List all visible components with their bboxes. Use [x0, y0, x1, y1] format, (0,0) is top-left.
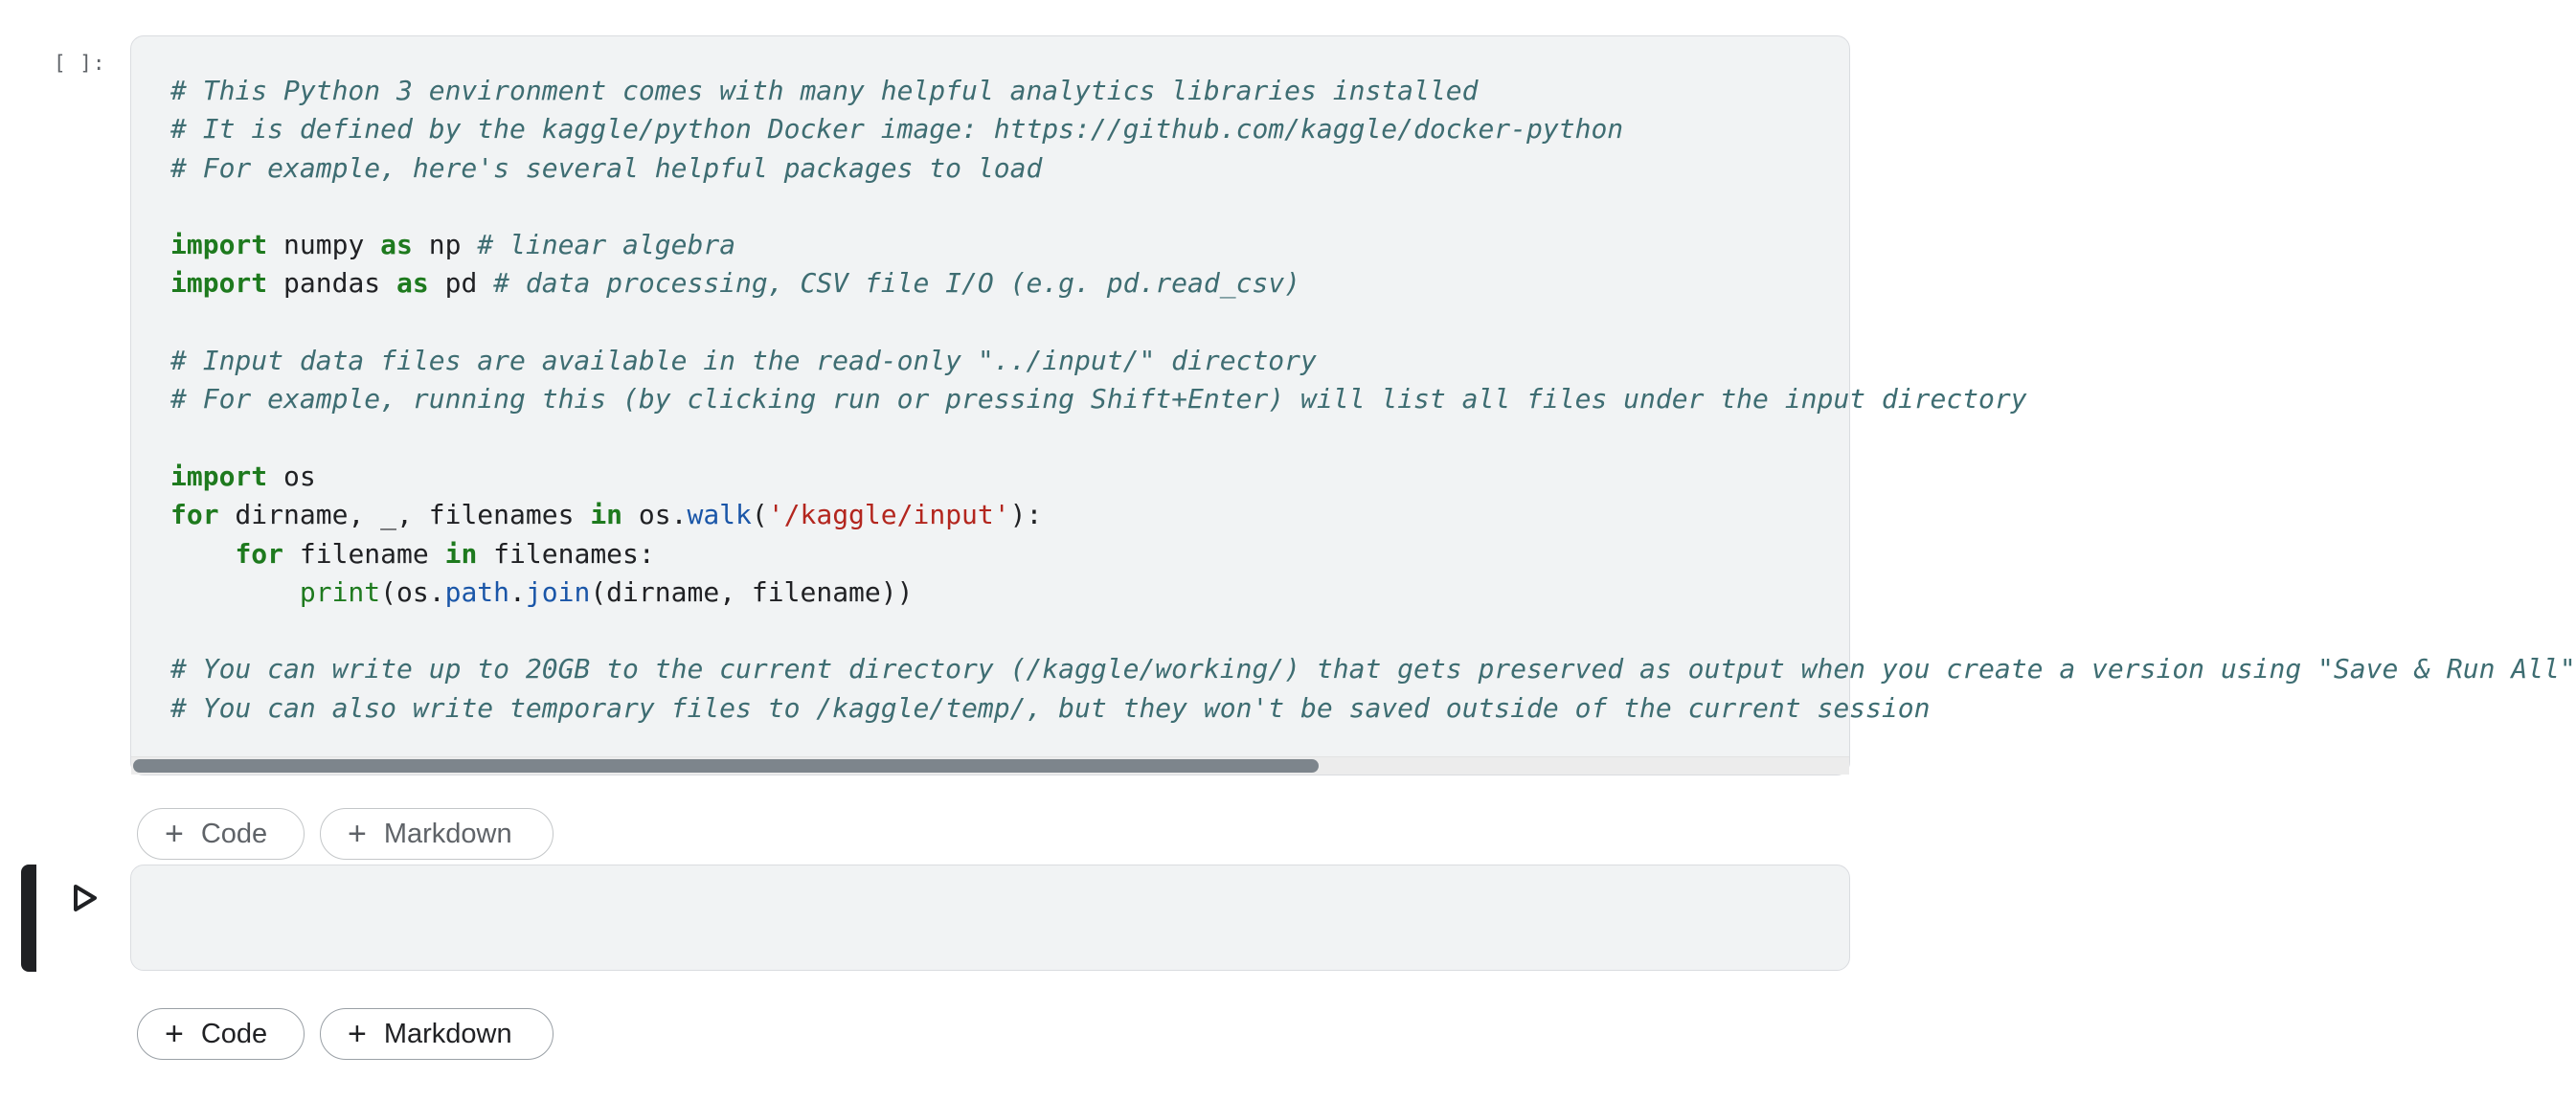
code-token-plain: dirname, _, filenames — [218, 499, 591, 531]
code-token-plain: pandas — [267, 267, 397, 300]
code-token-plain: os — [267, 460, 316, 492]
code-token-kw: import — [170, 267, 268, 300]
code-token-attr: walk — [687, 499, 752, 531]
code-token-kw: in — [590, 499, 623, 531]
add-code-label: Code — [200, 1018, 268, 1049]
code-line[interactable]: print(os.path.join(dirname, filename)) — [170, 573, 2576, 612]
code-token-plain: ( — [751, 499, 768, 531]
plus-icon: + — [348, 1016, 367, 1052]
code-line[interactable] — [170, 612, 2576, 650]
code-token-comment: # You can write up to 20GB to the curren… — [170, 653, 2576, 685]
add-code-label: Code — [200, 818, 268, 849]
add-cell-buttons: + Code + Markdown — [137, 808, 554, 860]
code-line[interactable]: import numpy as np # linear algebra — [170, 226, 2576, 264]
code-token-comment: # It is defined by the kaggle/python Doc… — [170, 113, 1624, 146]
add-cell-buttons: + Code + Markdown — [137, 1008, 554, 1060]
code-line[interactable] — [170, 188, 2576, 226]
code-token-kw: as — [396, 267, 429, 300]
code-token-plain: . — [509, 575, 526, 608]
code-token-plain: pd — [428, 267, 494, 300]
code-line[interactable] — [170, 419, 2576, 458]
code-token-plain: numpy — [267, 229, 381, 261]
code-token-plain: np — [412, 229, 478, 261]
code-line[interactable]: import pandas as pd # data processing, C… — [170, 264, 2576, 303]
add-markdown-label: Markdown — [383, 818, 512, 849]
play-icon[interactable] — [71, 883, 100, 913]
code-token-plain: (dirname, filename)) — [590, 575, 914, 608]
code-token-plain: filenames: — [477, 537, 655, 570]
execution-count: [ ]: — [54, 52, 106, 75]
add-markdown-label: Markdown — [383, 1018, 512, 1049]
code-token-kw: for — [235, 537, 284, 570]
code-line[interactable]: import os — [170, 458, 2576, 496]
code-token-plain: os. — [622, 499, 688, 531]
code-content[interactable]: # This Python 3 environment comes with m… — [170, 72, 2576, 728]
code-token-kw: import — [170, 229, 268, 261]
add-markdown-cell-button[interactable]: + Markdown — [320, 808, 554, 860]
plus-icon: + — [165, 816, 184, 852]
code-line[interactable]: for filename in filenames: — [170, 535, 2576, 573]
empty-code-cell-editor[interactable] — [130, 865, 1850, 971]
code-token-comment: # For example, here's several helpful pa… — [170, 151, 1043, 184]
code-token-plain: filename — [283, 537, 445, 570]
code-token-comment: # linear algebra — [477, 229, 736, 261]
code-line[interactable] — [170, 303, 2576, 342]
code-token-plain — [170, 576, 300, 608]
code-token-plain: ): — [1009, 499, 1043, 531]
code-token-attr: path — [444, 575, 510, 608]
notebook: [ ]: # This Python 3 environment comes w… — [21, 35, 2576, 1060]
code-line[interactable]: # You can also write temporary files to … — [170, 689, 2576, 728]
code-cell-editor[interactable]: # This Python 3 environment comes with m… — [130, 35, 2576, 775]
code-line[interactable]: # Input data files are available in the … — [170, 342, 2576, 380]
code-token-comment: # data processing, CSV file I/O (e.g. pd… — [493, 267, 1301, 300]
code-token-comment: # Input data files are available in the … — [170, 345, 1317, 377]
code-line[interactable]: # You can write up to 20GB to the curren… — [170, 650, 2576, 688]
code-line[interactable]: # For example, running this (by clicking… — [170, 380, 2576, 418]
code-token-builtin: print — [299, 575, 381, 608]
add-code-cell-button[interactable]: + Code — [137, 1008, 305, 1060]
plus-icon: + — [348, 816, 367, 852]
add-markdown-cell-button[interactable]: + Markdown — [320, 1008, 554, 1060]
code-token-kw: as — [380, 229, 413, 261]
add-code-cell-button[interactable]: + Code — [137, 808, 305, 860]
code-token-kw: for — [170, 499, 219, 531]
code-line[interactable]: # It is defined by the kaggle/python Doc… — [170, 110, 2576, 148]
code-token-kw: in — [444, 537, 478, 570]
code-token-kw: import — [170, 460, 268, 492]
code-token-plain — [170, 538, 235, 570]
code-line[interactable]: # For example, here's several helpful pa… — [170, 149, 2576, 188]
code-token-comment: # You can also write temporary files to … — [170, 691, 1931, 724]
code-token-comment: # For example, running this (by clicking… — [170, 383, 2027, 416]
code-line[interactable]: for dirname, _, filenames in os.walk('/k… — [170, 496, 2576, 534]
code-token-comment: # This Python 3 environment comes with m… — [170, 75, 1479, 106]
code-token-plain: (os. — [380, 575, 445, 608]
code-token-str: '/kaggle/input' — [767, 499, 1010, 531]
horizontal-scrollbar[interactable] — [131, 756, 1849, 775]
selected-cell-indicator — [21, 865, 36, 972]
plus-icon: + — [165, 1016, 184, 1052]
scrollbar-thumb[interactable] — [133, 759, 1319, 773]
code-token-attr: join — [525, 575, 591, 608]
code-viewport[interactable]: # This Python 3 environment comes with m… — [131, 36, 2576, 757]
code-line[interactable]: # This Python 3 environment comes with m… — [170, 72, 2576, 110]
